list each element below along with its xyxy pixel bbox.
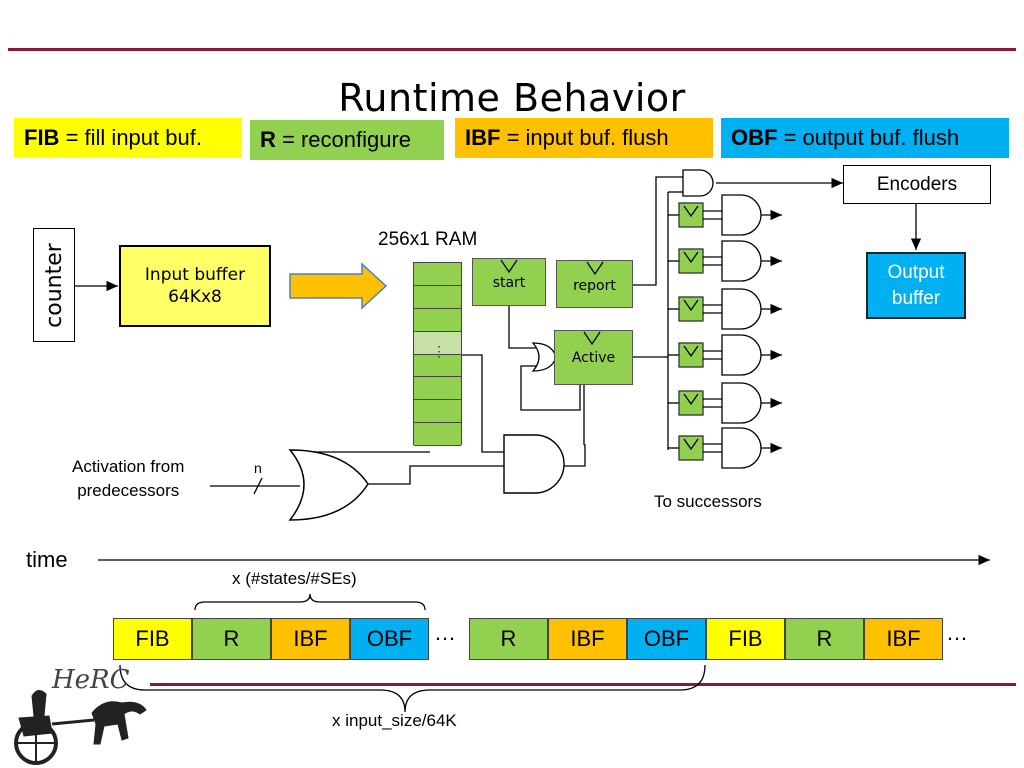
activation-line2: predecessors xyxy=(77,481,180,500)
legend-ibf-desc: = input buf. flush xyxy=(506,125,669,150)
ram-cell xyxy=(414,285,461,309)
legend-fib-abbr: FIB xyxy=(24,125,60,150)
input-buffer-line2: 64Kx8 xyxy=(168,287,222,307)
encoders-box: Encoders xyxy=(843,165,991,204)
flip-flop-clock xyxy=(683,393,699,406)
and-gate xyxy=(721,382,762,424)
flip-flop-clock xyxy=(683,299,699,312)
ram-cell xyxy=(414,331,461,355)
start-label: start xyxy=(492,275,526,291)
output-buffer-box: Output buffer xyxy=(866,252,966,319)
report-label: report xyxy=(573,278,616,294)
brace-top-label: x (#states/#SEs) xyxy=(232,569,357,588)
timeline-cell-ibf: IBF xyxy=(271,618,350,660)
time-label: time xyxy=(26,547,68,572)
legend-obf-desc: = output buf. flush xyxy=(783,125,960,150)
timeline-cell-r: R xyxy=(785,618,864,660)
legend-ibf: IBF = input buf. flush xyxy=(455,118,713,158)
legend-r-desc: = reconfigure xyxy=(282,127,412,152)
ram-column xyxy=(413,262,462,446)
timeline-cell-fib: FIB xyxy=(706,618,785,660)
ram-cell xyxy=(414,308,461,332)
ram-cell xyxy=(414,263,461,286)
n-label: n xyxy=(254,460,262,476)
report-register: report xyxy=(556,260,633,308)
timeline-cell-ibf: IBF xyxy=(864,618,943,660)
active-register: Active xyxy=(554,330,633,385)
legend-r: R = reconfigure xyxy=(250,120,444,160)
ram-cell xyxy=(414,400,461,424)
activation-label: Activation from predecessors xyxy=(72,455,184,503)
legend-ibf-abbr: IBF xyxy=(465,125,501,150)
legend-fib-desc: = fill input buf. xyxy=(65,125,202,150)
flip-flop-clock xyxy=(683,251,699,264)
output-buffer-line2: buffer xyxy=(891,287,941,309)
legend-obf: OBF = output buf. flush xyxy=(721,118,1009,158)
and-gate xyxy=(721,194,762,236)
logo-text: HeRC xyxy=(51,665,130,695)
ram-cell xyxy=(414,354,461,378)
input-buffer-line1: Input buffer xyxy=(144,265,246,285)
chariot-logo-icon: HeRC xyxy=(14,665,147,765)
flip-flop-clock xyxy=(683,345,699,358)
flip-flop-clock xyxy=(683,438,699,451)
page-title: Runtime Behavior xyxy=(338,76,686,120)
timeline-cell-r: R xyxy=(192,618,271,660)
top-rule xyxy=(8,48,1016,51)
ram-cell xyxy=(414,423,461,446)
timeline-ellipsis-1: … xyxy=(434,620,456,645)
bottom-rule xyxy=(150,683,1016,686)
activation-line1: Activation from xyxy=(72,457,185,476)
legend-fib: FIB = fill input buf. xyxy=(14,118,242,158)
timeline-cell-r: R xyxy=(469,618,548,660)
and-gate xyxy=(721,288,762,330)
timeline-ellipsis-2: … xyxy=(946,620,968,645)
timeline-cell-fib: FIB xyxy=(113,618,192,660)
to-successors-label: To successors xyxy=(654,492,762,511)
output-buffer-line1: Output xyxy=(887,261,945,283)
and-gate xyxy=(721,427,762,469)
brace-bottom-label: x input_size/64K xyxy=(332,711,457,730)
legend-obf-abbr: OBF xyxy=(731,125,778,150)
flip-flop xyxy=(678,296,704,322)
encoders-label: Encoders xyxy=(876,173,958,195)
and-gate xyxy=(721,334,762,376)
flip-flop-clock xyxy=(683,205,699,218)
legend-r-abbr: R xyxy=(260,127,276,152)
timeline-cell-ibf: IBF xyxy=(548,618,627,660)
input-buffer-box: Input buffer 64Kx8 xyxy=(119,245,271,327)
timeline-cell-obf: OBF xyxy=(350,618,429,660)
start-register: start xyxy=(472,258,546,306)
active-label: Active xyxy=(571,349,616,366)
ram-ellipsis: ⋮ xyxy=(432,343,446,359)
ram-label: 256x1 RAM xyxy=(378,229,478,250)
ram-cell xyxy=(414,377,461,401)
counter-box: counter xyxy=(33,228,75,342)
and-gate xyxy=(721,240,762,282)
timeline-cell-obf: OBF xyxy=(627,618,706,660)
